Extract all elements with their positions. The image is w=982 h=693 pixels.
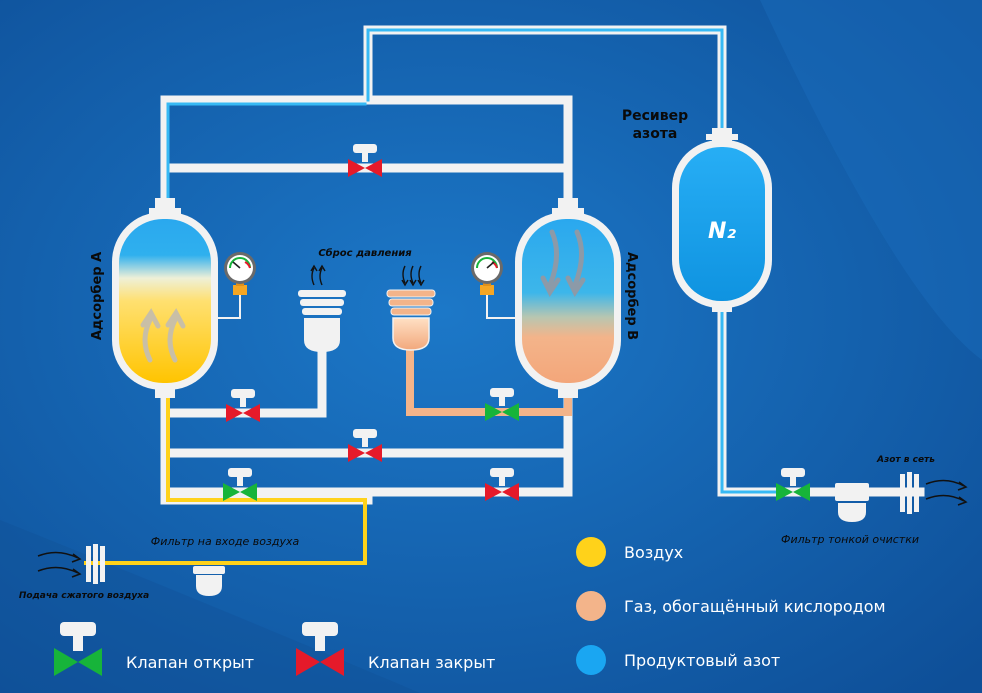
adsorber-b bbox=[515, 198, 621, 398]
inlet-flange-icon bbox=[37, 544, 105, 584]
pressure-gauge-a-icon bbox=[215, 252, 256, 319]
receiver-label-line1: Ресивер bbox=[622, 108, 688, 124]
compressed-air-label: Подача сжатого воздуха bbox=[19, 591, 149, 601]
adsorber-a bbox=[112, 198, 218, 398]
pressure-release-label: Сброс давления bbox=[318, 247, 412, 259]
legend-valve-closed-label: Клапан закрыт bbox=[368, 653, 495, 672]
legend-nitrogen-swatch bbox=[576, 645, 606, 675]
n2-label: N₂ bbox=[708, 219, 736, 244]
silencer-right-icon bbox=[386, 265, 436, 351]
fine-filter-label: Фильтр тонкой очистки bbox=[781, 533, 919, 546]
valve-b-inlet-closed-icon bbox=[485, 468, 519, 501]
adsorber-b-label: Адсорбер В bbox=[624, 252, 639, 340]
legend-valve-open-icon bbox=[54, 622, 102, 676]
nitrogen-receiver bbox=[672, 128, 772, 312]
pressure-gauge-b-icon bbox=[471, 252, 522, 319]
outlet-flange-icon bbox=[900, 472, 968, 514]
legend: Воздух Газ, обогащённый кислородом Проду… bbox=[54, 537, 886, 676]
receiver-label-line2: азота bbox=[633, 126, 678, 142]
valve-middle-closed-icon bbox=[348, 429, 382, 462]
legend-nitrogen-label: Продуктовый азот bbox=[624, 651, 780, 670]
legend-air-label: Воздух bbox=[624, 543, 683, 562]
flow-arrows-a-icon bbox=[140, 308, 186, 363]
flow-arrows-b-icon bbox=[540, 229, 586, 297]
legend-air-swatch bbox=[576, 537, 606, 567]
valve-b-release-open-icon bbox=[485, 388, 519, 421]
valve-outlet-open-icon bbox=[776, 468, 810, 501]
valve-top-closed-icon bbox=[348, 144, 382, 177]
to-network-label: Азот в сеть bbox=[876, 455, 935, 465]
fine-filter-icon bbox=[835, 483, 869, 522]
inlet-filter-label: Фильтр на входе воздуха bbox=[151, 535, 300, 548]
adsorber-a-label: Адсорбер А bbox=[90, 252, 105, 340]
valve-air-inlet-open-icon bbox=[223, 468, 257, 501]
silencer-left-icon bbox=[298, 264, 346, 352]
legend-oxygen-swatch bbox=[576, 591, 606, 621]
legend-valve-open-label: Клапан открыт bbox=[126, 653, 254, 672]
legend-oxygen-label: Газ, обогащённый кислородом bbox=[624, 597, 886, 616]
valve-a-release-closed-icon bbox=[226, 389, 260, 422]
inlet-filter-icon bbox=[193, 566, 225, 596]
legend-valve-closed-icon bbox=[296, 622, 344, 676]
